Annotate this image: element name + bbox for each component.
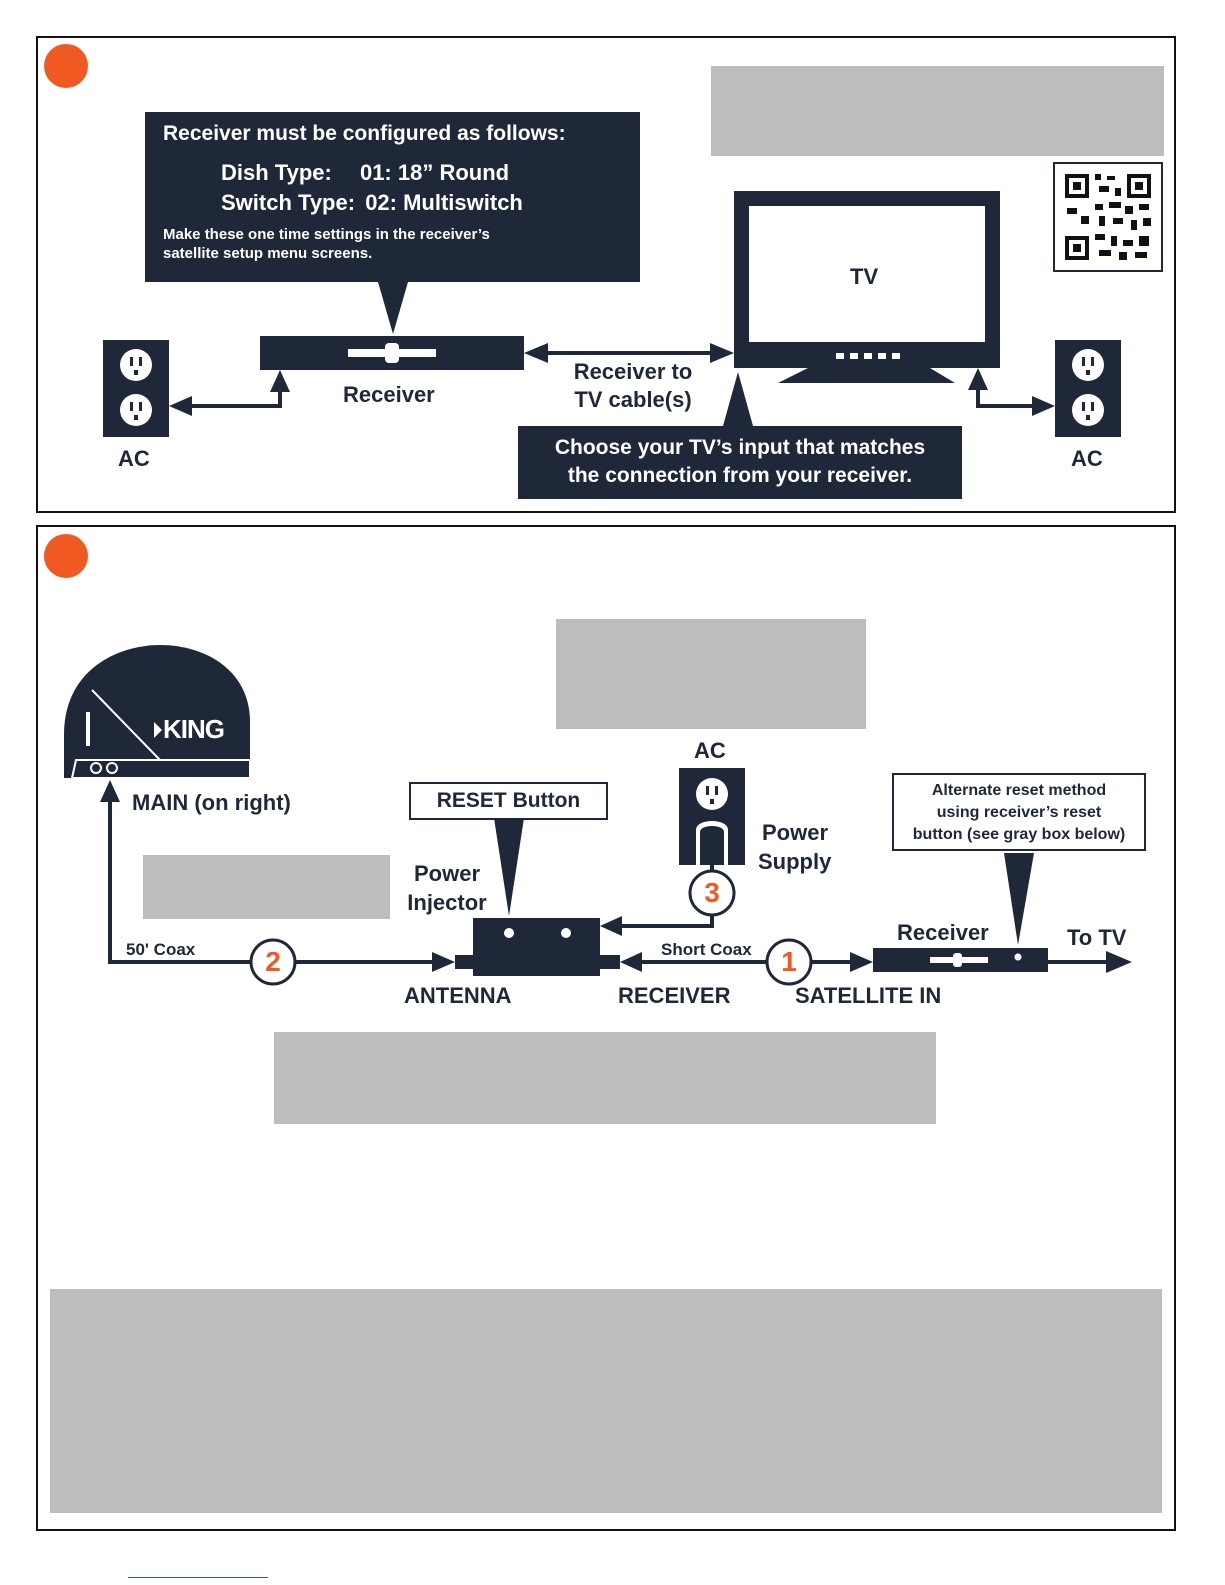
redacted-gray-box <box>711 66 1164 156</box>
power-injector-label: Power Injector <box>400 859 494 917</box>
cable-label: Receiver to TV cable(s) <box>560 358 706 414</box>
receiver-box-icon <box>873 948 1048 972</box>
power-supply-label: Power Supply <box>758 818 831 876</box>
cable-label-line1: Receiver to <box>573 359 693 384</box>
ac-outlet-right-icon <box>1055 340 1121 437</box>
step-circle-1 <box>765 938 813 986</box>
tv-label: TV <box>850 264 879 289</box>
antenna-dome-icon <box>64 645 251 779</box>
satellite-in-label: SATELLITE IN <box>795 983 942 1008</box>
redacted-gray-box <box>556 619 866 729</box>
tv-input-line1: Choose your TV’s input that matches <box>554 436 926 459</box>
step-indicator-dot <box>44 534 88 578</box>
short-coax-label: Short Coax <box>661 940 752 959</box>
tv-icon <box>734 191 1000 383</box>
step-number-3: 3 <box>704 877 720 908</box>
redacted-gray-box <box>50 1289 1162 1513</box>
footer-link-underline <box>128 1577 268 1578</box>
antenna-port-label: ANTENNA <box>404 983 512 1008</box>
tv-input-callout-box: Choose your TV’s input that matches the … <box>518 426 962 499</box>
reset-button-callout: RESET Button <box>409 782 608 820</box>
qr-code <box>1053 162 1163 272</box>
step-circle-3 <box>688 869 736 917</box>
ac-right-label: AC <box>1071 446 1103 471</box>
receiver-label: Receiver <box>343 382 435 407</box>
receiver-label-bottom: Receiver <box>897 920 989 945</box>
power-injector-icon <box>455 918 620 976</box>
alt-reset-line2: using receiver’s reset <box>936 804 1102 821</box>
dish-type-value: 01: 18” Round <box>359 160 510 185</box>
alt-reset-line1: Alternate reset method <box>931 782 1107 799</box>
config-note-line1: Make these one time settings in the rece… <box>163 226 490 243</box>
ac-left-label: AC <box>118 446 150 471</box>
step-number-2: 2 <box>265 946 281 977</box>
ac-label-bottom: AC <box>694 738 726 763</box>
receiver-port-label: RECEIVER <box>618 983 731 1008</box>
alt-reset-line3: button (see gray box below) <box>912 826 1126 843</box>
switch-type-label: Switch Type: <box>221 190 356 215</box>
brand-logo-text: KING <box>163 714 225 744</box>
cable-label-line2: TV cable(s) <box>574 387 692 412</box>
config-callout-box: Receiver must be configured as follows: … <box>145 112 640 282</box>
dish-type-label: Dish Type: <box>221 160 332 185</box>
power-injector-line1: Power <box>413 861 481 886</box>
redacted-gray-box <box>143 855 390 919</box>
power-supply-line1: Power <box>762 820 829 845</box>
power-supply-line2: Supply <box>758 849 832 874</box>
redacted-gray-box <box>274 1032 936 1124</box>
main-port-label: MAIN (on right) <box>132 790 291 815</box>
to-tv-label: To TV <box>1067 925 1127 950</box>
power-injector-line2: Injector <box>407 890 487 915</box>
step-indicator-dot <box>44 44 88 88</box>
ac-outlet-left-icon <box>103 340 169 437</box>
switch-type-value: 02: Multiswitch <box>365 190 523 215</box>
config-note-line2: satellite setup menu screens. <box>163 245 373 262</box>
power-supply-outlet-icon <box>679 768 745 865</box>
receiver-box-icon <box>260 336 524 370</box>
alt-reset-callout: Alternate reset method using receiver’s … <box>892 773 1146 851</box>
step-circle-2 <box>249 938 297 986</box>
step-number-1: 1 <box>781 946 797 977</box>
config-heading: Receiver must be configured as follows: <box>163 122 566 145</box>
tv-input-line2: the connection from your receiver. <box>567 464 913 487</box>
coax-50-label: 50' Coax <box>126 940 196 959</box>
